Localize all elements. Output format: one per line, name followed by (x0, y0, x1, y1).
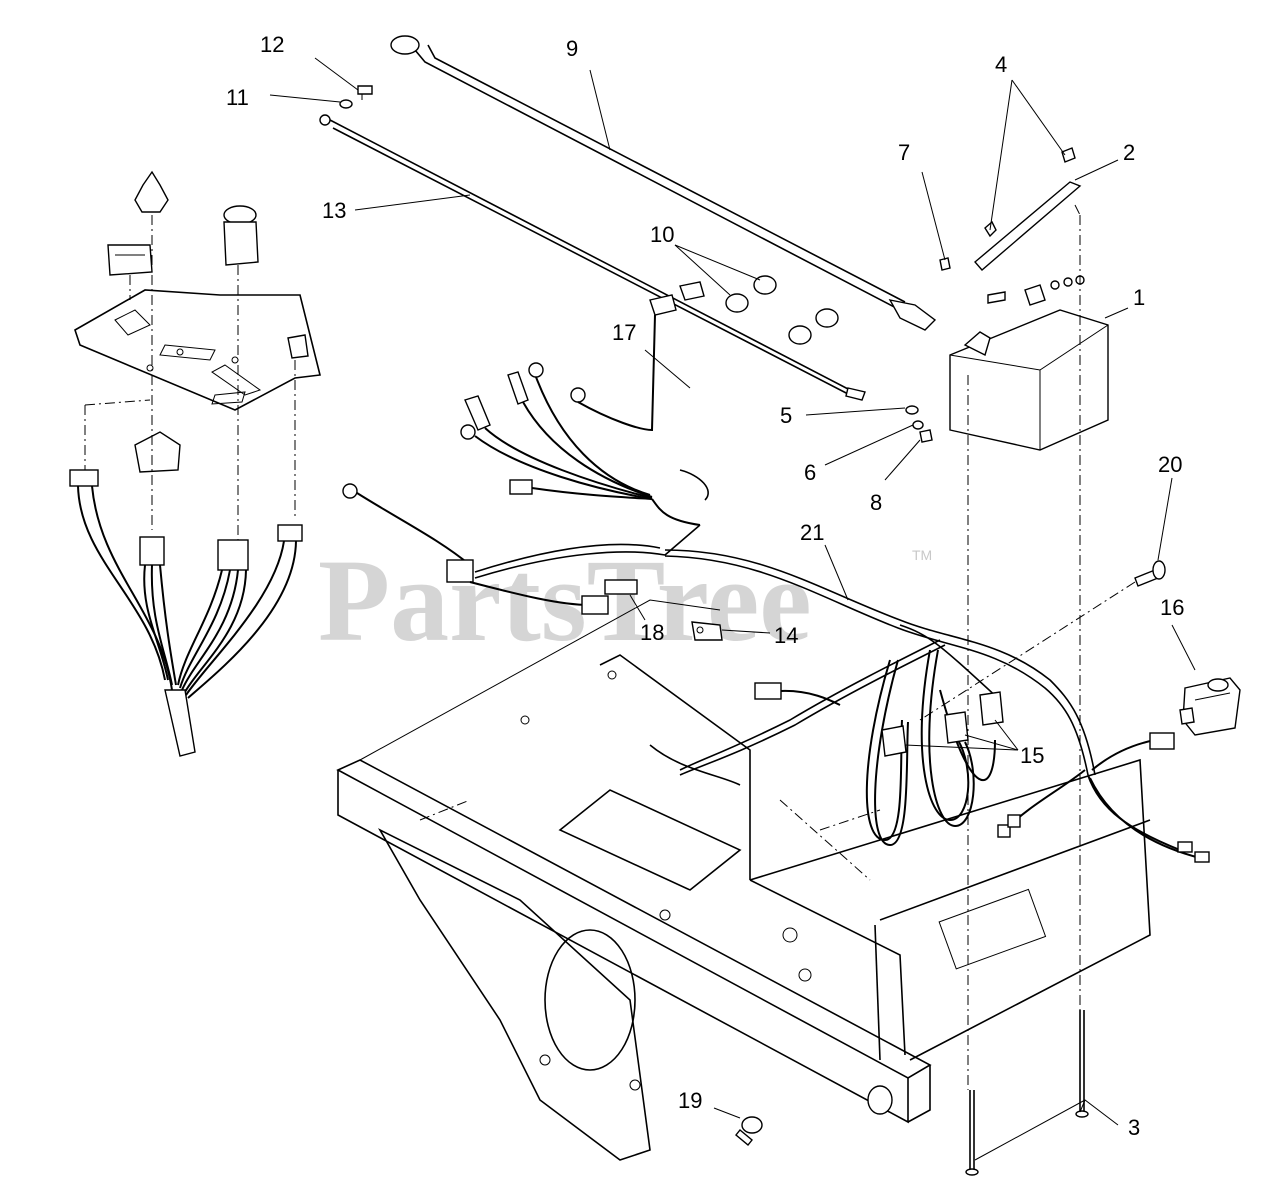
callout-20: 20 (1158, 452, 1182, 477)
callout-17: 17 (612, 320, 636, 345)
small-switch (691, 621, 723, 641)
callout-10: 10 (650, 222, 674, 247)
callout-11: 11 (226, 85, 249, 110)
callout-19: 19 (678, 1088, 702, 1113)
callout-12: 12 (260, 32, 284, 57)
callout-8: 8 (870, 490, 882, 515)
plug-19 (735, 1116, 763, 1146)
callout-13: 13 (322, 198, 346, 223)
callout-2: 2 (1123, 140, 1135, 165)
battery (905, 147, 1109, 1176)
callout-15: 15 (1020, 743, 1044, 768)
watermark-tm: TM (912, 547, 932, 563)
callout-5: 5 (780, 403, 792, 428)
callout-14: 14 (774, 623, 798, 648)
callout-3: 3 (1128, 1115, 1140, 1140)
callout-7: 7 (898, 140, 910, 165)
bolt-parts (339, 85, 373, 109)
callout-18: 18 (640, 620, 664, 645)
seat-switch (1179, 677, 1241, 736)
callout-labels: 1 2 3 4 5 6 7 8 9 10 11 12 13 14 15 16 1… (226, 32, 1184, 1140)
callout-1: 1 (1133, 285, 1145, 310)
leader-lines (269, 57, 1196, 1161)
wiring-harness (342, 281, 1210, 863)
callout-6: 6 (804, 460, 816, 485)
callout-16: 16 (1160, 595, 1184, 620)
bushings (725, 275, 839, 345)
battery-cables (319, 35, 937, 401)
callout-4: 4 (995, 52, 1007, 77)
dash-panel-assembly (69, 170, 321, 757)
tractor-frame (336, 599, 1151, 1161)
callout-21: 21 (800, 520, 824, 545)
bolt-20 (919, 560, 1166, 721)
watermark-text: PartsTree (318, 535, 812, 666)
callout-9: 9 (566, 36, 578, 61)
